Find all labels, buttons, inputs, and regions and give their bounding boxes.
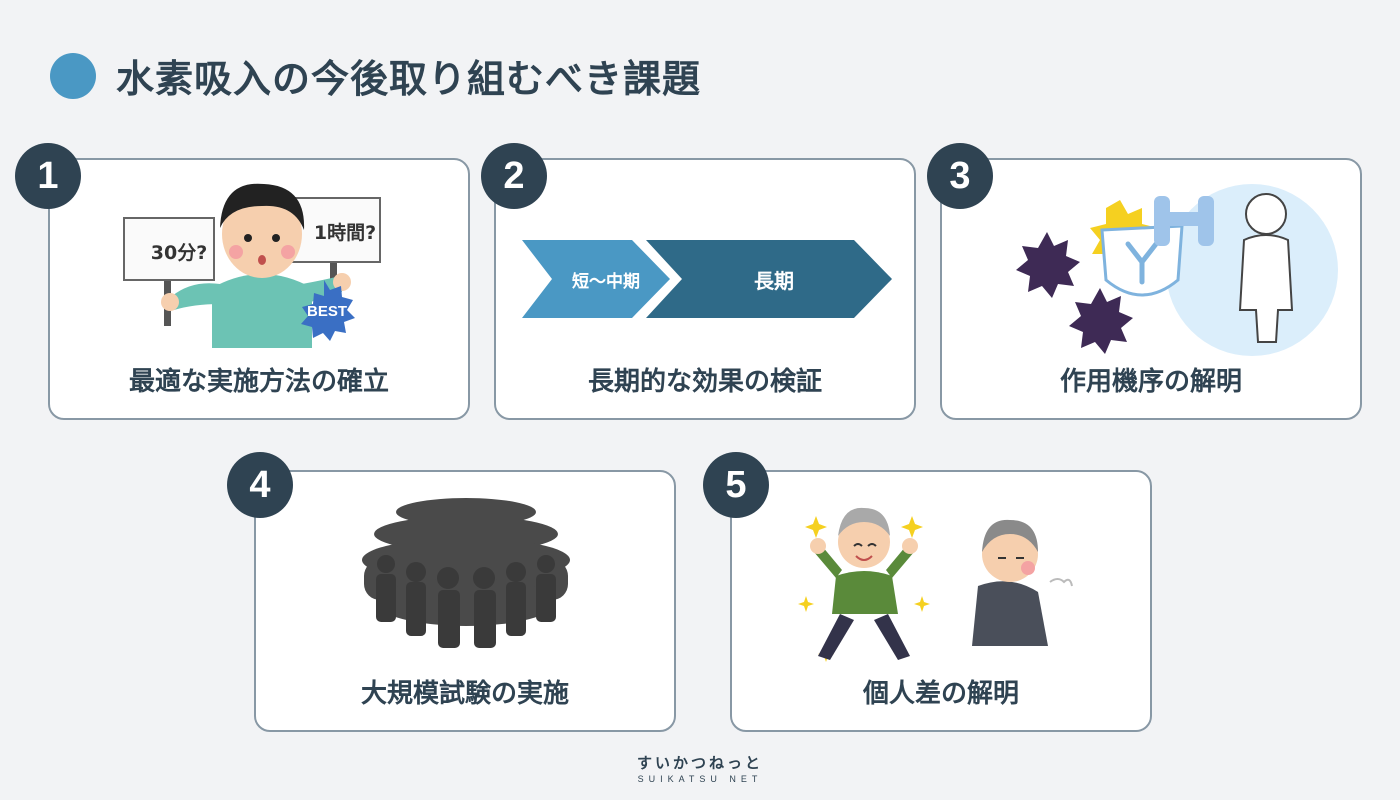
card-1-label: 最適な実施方法の確立 (128, 367, 389, 397)
page-title: 水素吸入の今後取り組むべき課題 (116, 57, 702, 101)
timeline-arrows-icon (522, 240, 892, 318)
title-bullet-icon (50, 52, 96, 99)
number-badge-3: 3 (927, 143, 993, 209)
card-5-label: 個人差の解明 (862, 679, 1019, 709)
arrow-long-term: 長期 (754, 269, 794, 293)
number-badge-4: 4 (227, 452, 293, 518)
footer-logo-en: SUIKATSU NET (637, 774, 763, 784)
best-badge: BEST (306, 303, 347, 320)
card-4: 大規模試験の実施 (254, 470, 676, 732)
card-2: 短〜中期 長期 長期的な効果の検証 (494, 158, 916, 420)
card-3-label: 作用機序の解明 (1059, 367, 1242, 397)
number-badge-5: 5 (703, 452, 769, 518)
immune-defense-icon (1016, 184, 1338, 356)
crowd-silhouette-icon (362, 498, 570, 648)
page-title-row: 水素吸入の今後取り組むべき課題 (50, 48, 701, 103)
arrow-short-mid-term: 短〜中期 (572, 272, 640, 292)
footer-logo-jp: すいかつねっと (636, 754, 763, 772)
energetic-and-tired-elders-icon (798, 507, 1073, 662)
card-3: 作用機序の解明 (940, 158, 1362, 420)
footer-logo: すいかつねっと SUIKATSU NET (0, 752, 1400, 784)
number-badge-2: 2 (481, 143, 547, 209)
card-2-label: 長期的な効果の検証 (587, 367, 822, 397)
card-5: 個人差の解明 (730, 470, 1152, 732)
person-holding-signs-icon (123, 183, 381, 348)
sign-1hour: 1時間? (313, 222, 377, 244)
sign-30min: 30分? (150, 242, 208, 264)
number-badge-1: 1 (15, 143, 81, 209)
card-1: 30分? 1時間? BEST 最適な実施方法の確立 (48, 158, 470, 420)
card-4-label: 大規模試験の実施 (360, 679, 569, 709)
